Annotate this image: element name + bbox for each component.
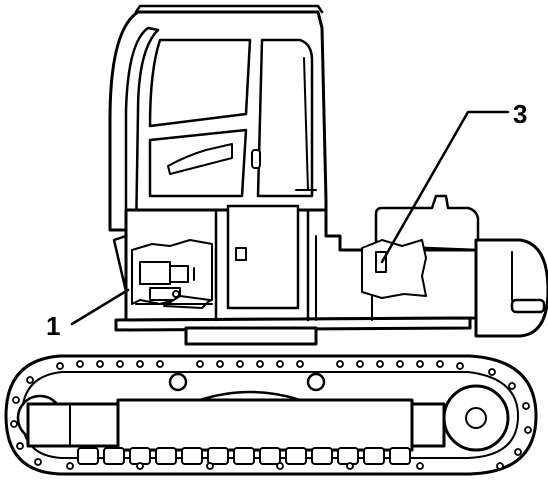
callout-label-3: 3 (513, 99, 528, 129)
callout-label-1: 1 (46, 311, 61, 341)
cutaway-right-compartment (361, 239, 427, 299)
carrier-roller (306, 372, 326, 392)
engine-hood (374, 194, 480, 252)
leader-lines (70, 110, 510, 326)
swing-bearing (184, 326, 318, 346)
undercarriage (4, 354, 538, 476)
cab-window-front (148, 38, 252, 128)
cab-window-rear (256, 38, 314, 198)
leader-line-3 (380, 110, 510, 264)
door-latch (235, 247, 247, 261)
carrier-roller (168, 372, 188, 392)
upper-structure (114, 194, 548, 338)
leader-line-1 (70, 288, 130, 326)
